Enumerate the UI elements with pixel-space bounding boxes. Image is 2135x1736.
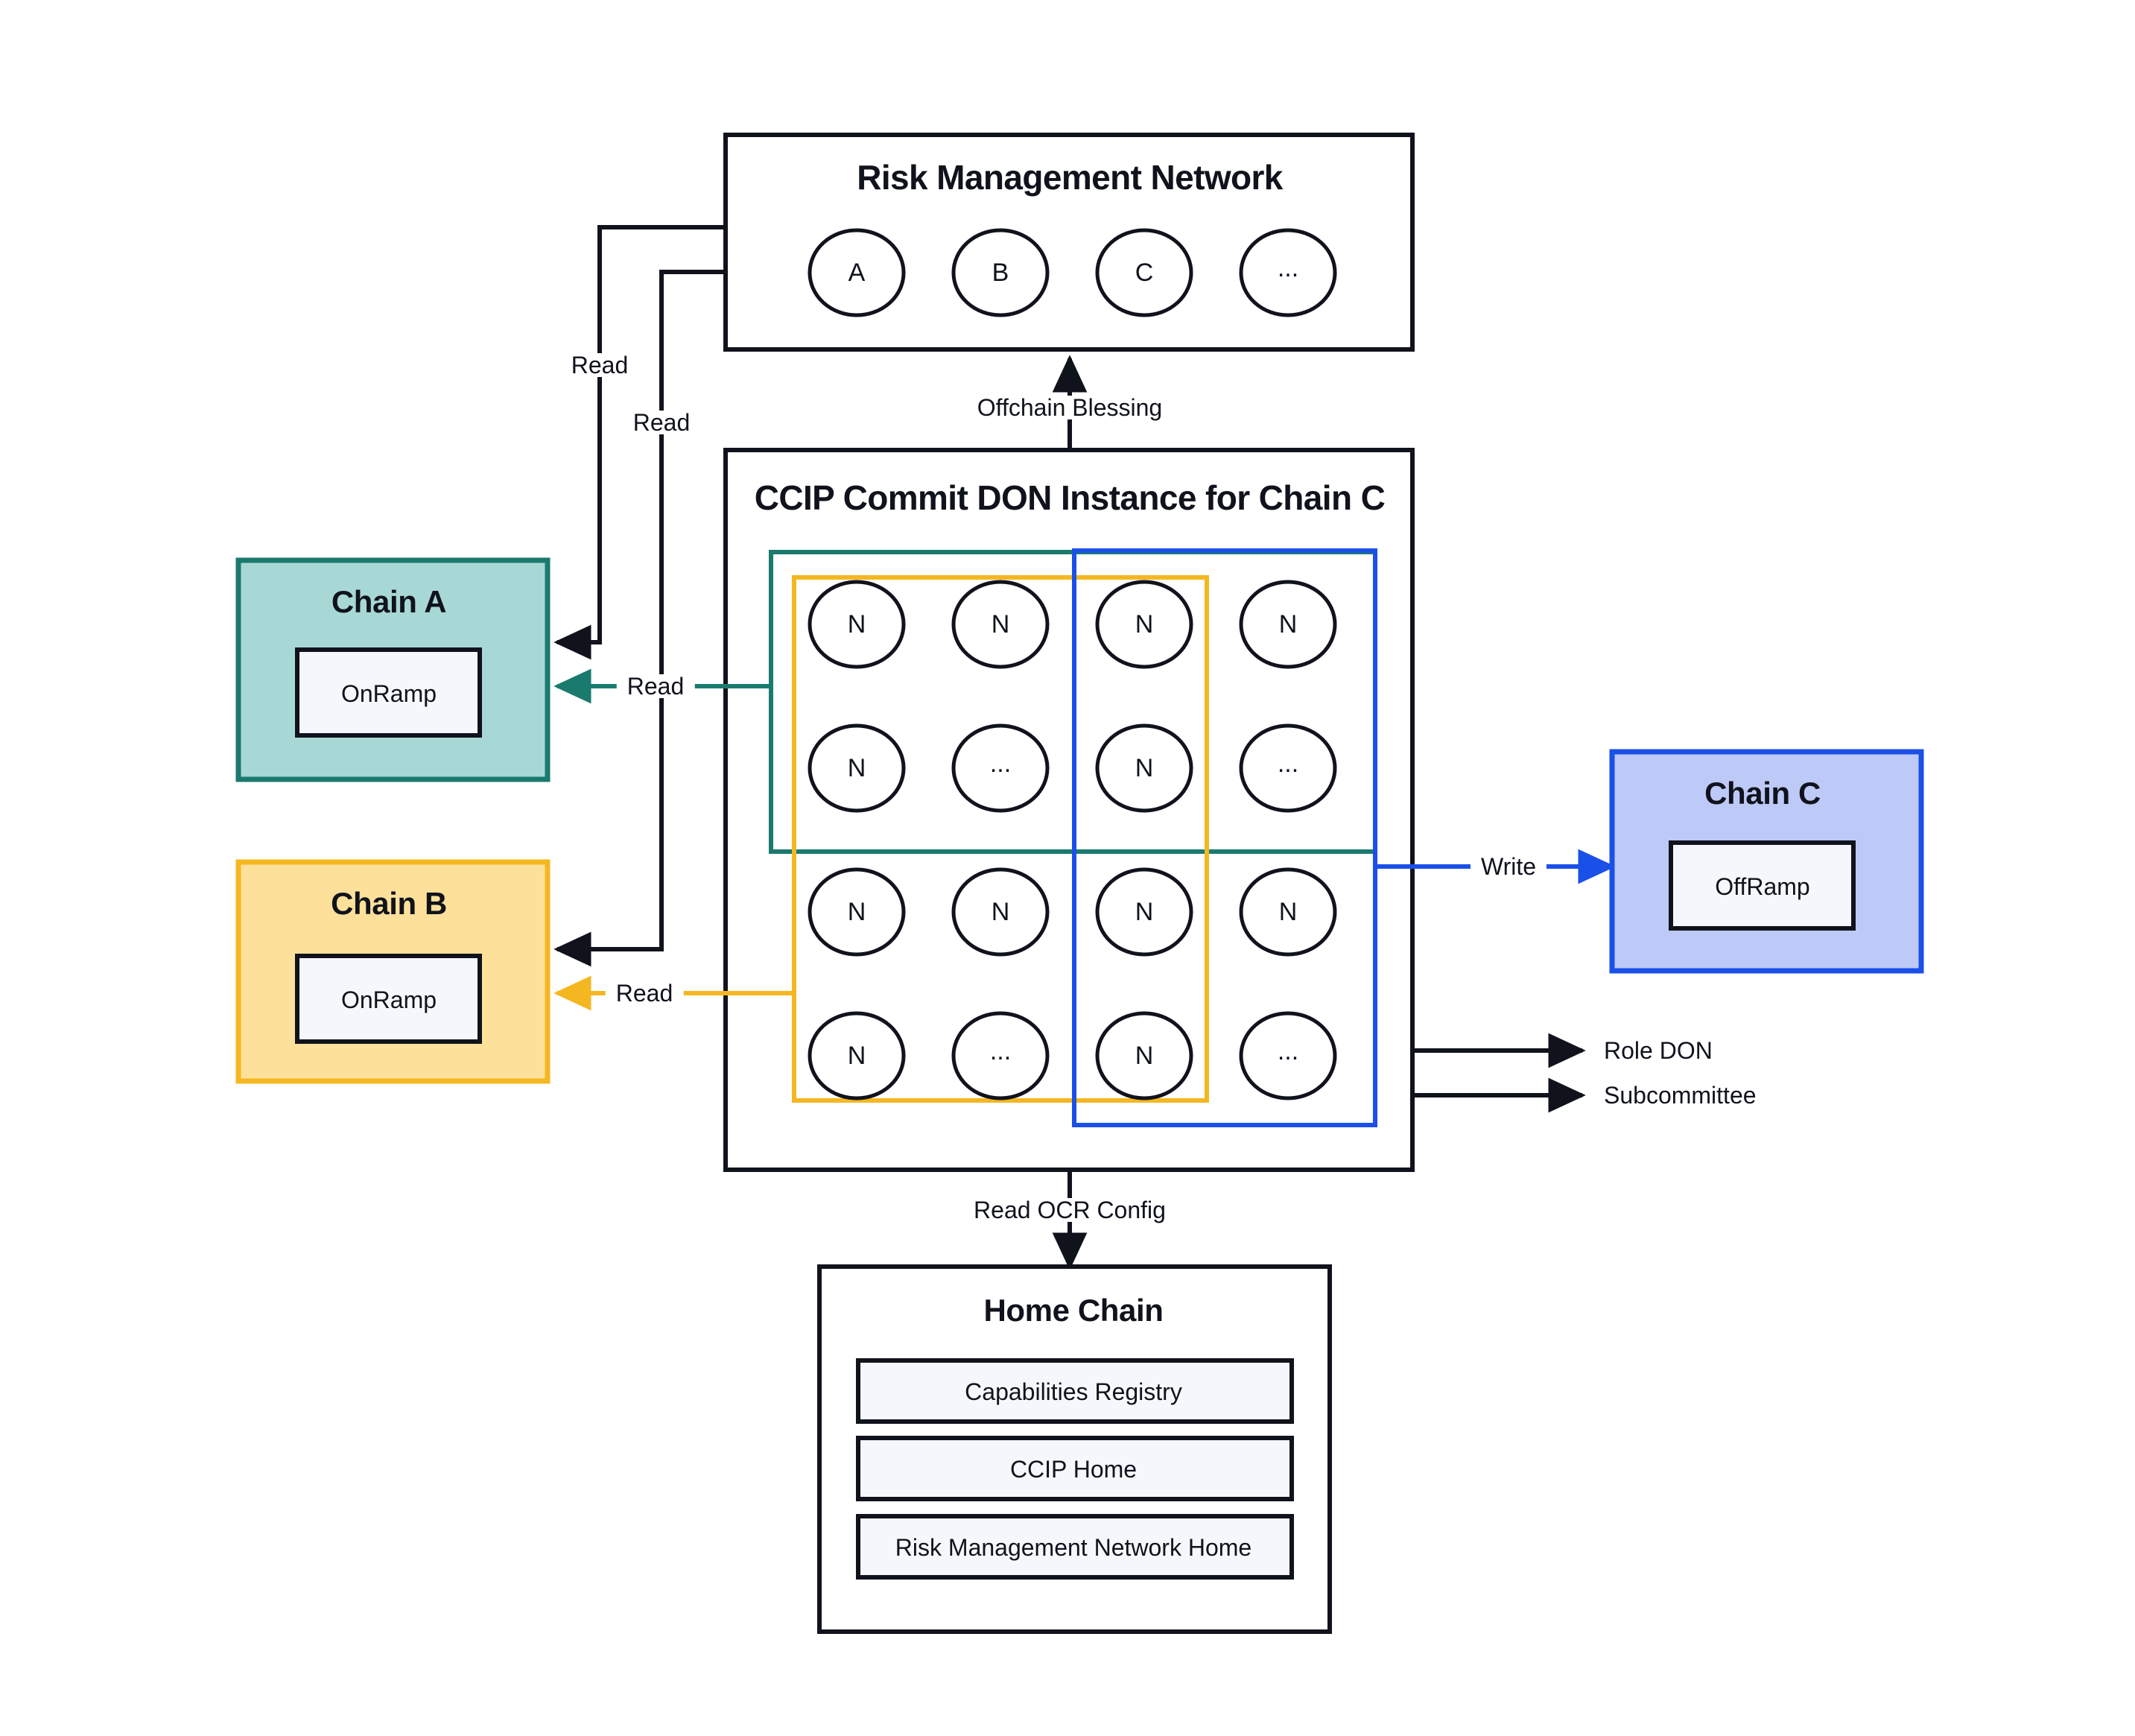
don-node-label: N bbox=[847, 1042, 866, 1070]
rmn-node-label: A bbox=[848, 259, 866, 287]
subcommittee-outline-chain-b bbox=[792, 575, 1209, 1103]
home-chain-contract-box bbox=[856, 1436, 1294, 1501]
don-node bbox=[808, 867, 906, 957]
edge-label-write-chain-c: Write bbox=[1470, 855, 1547, 878]
edge-label-offchain-blessing: Offchain Blessing bbox=[966, 396, 1173, 419]
home-chain-contract-box bbox=[856, 1358, 1294, 1424]
chain-b-title: Chain B bbox=[331, 886, 447, 921]
chain-c-offramp-label: OffRamp bbox=[1715, 873, 1810, 900]
don-node bbox=[808, 723, 906, 813]
chain-b-onramp-label: OnRamp bbox=[340, 986, 437, 1013]
rmn-node-a bbox=[808, 228, 906, 317]
don-node bbox=[1095, 867, 1193, 957]
chain-c-title: Chain C bbox=[1704, 776, 1821, 811]
don-node bbox=[951, 867, 1050, 957]
edge-read-rmn-to-chain-b bbox=[553, 270, 726, 967]
rmn-node-b bbox=[951, 228, 1050, 317]
don-node-label: N bbox=[1278, 610, 1298, 639]
rmn-node-label: B bbox=[992, 259, 1009, 287]
edge-label-read-don-chain-b: Read bbox=[605, 981, 684, 1005]
don-node bbox=[1239, 867, 1337, 957]
don-node bbox=[951, 580, 1050, 669]
don-node-label: N bbox=[991, 898, 1010, 926]
don-node bbox=[1095, 1011, 1193, 1100]
chain-b-onramp-box bbox=[295, 954, 482, 1044]
don-node-label: N bbox=[1135, 898, 1154, 926]
commit-don-title: CCIP Commit DON Instance for Chain C bbox=[754, 478, 1386, 517]
edge-label-read-rmn-chain-b: Read bbox=[622, 411, 701, 434]
home-chain-title: Home Chain bbox=[983, 1293, 1164, 1328]
don-node bbox=[1239, 723, 1337, 813]
don-node-label: N bbox=[1135, 610, 1154, 639]
edge-label-read-don-chain-a: Read bbox=[616, 674, 695, 698]
don-node-label: N bbox=[1135, 754, 1154, 782]
don-node bbox=[1095, 580, 1193, 669]
role-don-outline-chain-c bbox=[1072, 548, 1377, 1127]
don-node-label: ... bbox=[989, 1037, 1012, 1065]
rmn-node-label: C bbox=[1135, 259, 1154, 287]
risk-management-network-title: Risk Management Network bbox=[857, 158, 1283, 197]
don-node-label: N bbox=[1135, 1042, 1154, 1070]
chain-a-title: Chain A bbox=[331, 584, 447, 619]
don-node-label: ... bbox=[1277, 750, 1299, 778]
rmn-node-more bbox=[1239, 228, 1337, 317]
rmn-node-c bbox=[1095, 228, 1193, 317]
don-node bbox=[1239, 1011, 1337, 1100]
don-node bbox=[808, 1011, 906, 1100]
don-node-label: N bbox=[847, 610, 866, 639]
chain-c-offramp-box bbox=[1669, 840, 1856, 931]
don-node bbox=[808, 580, 906, 669]
home-chain-contract-label: Risk Management Network Home bbox=[895, 1534, 1252, 1561]
chain-a-onramp-label: OnRamp bbox=[340, 680, 437, 707]
don-node bbox=[951, 1011, 1050, 1100]
edge-read-rmn-to-chain-a bbox=[553, 225, 726, 660]
rmn-node-label: ... bbox=[1277, 254, 1299, 282]
don-node bbox=[1095, 723, 1193, 813]
edge-label-read-rmn-chain-a: Read bbox=[560, 353, 639, 377]
legend-label-subcommittee: Subcommittee bbox=[1604, 1082, 1757, 1109]
edge-label-read-ocr-config: Read OCR Config bbox=[963, 1198, 1176, 1222]
don-node-label: ... bbox=[989, 750, 1012, 778]
don-node-label: N bbox=[991, 610, 1010, 639]
home-chain-contract-label: Capabilities Registry bbox=[965, 1378, 1182, 1405]
don-node bbox=[1239, 580, 1337, 669]
chain-a-onramp-box bbox=[295, 647, 482, 738]
don-node-label: N bbox=[1278, 898, 1298, 926]
don-node-label: N bbox=[847, 898, 866, 926]
home-chain-contract-box bbox=[856, 1514, 1294, 1580]
home-chain-contract-label: CCIP Home bbox=[1009, 1456, 1138, 1483]
don-node-label: N bbox=[847, 754, 866, 782]
don-node bbox=[951, 723, 1050, 813]
don-node-label: ... bbox=[1277, 1037, 1299, 1065]
legend-label-role-don: Role DON bbox=[1604, 1037, 1713, 1064]
